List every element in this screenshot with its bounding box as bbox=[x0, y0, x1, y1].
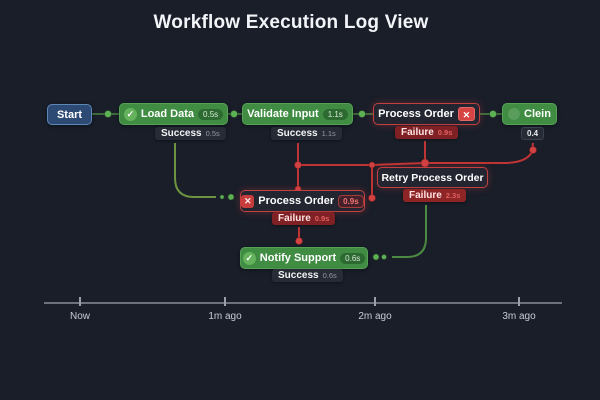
timeline-tick bbox=[224, 297, 226, 306]
status-duration: 0.9s bbox=[437, 128, 453, 137]
duration-badge: 0.5s bbox=[198, 108, 224, 120]
timeline-axis bbox=[44, 302, 562, 304]
status-badge-process-order-first: Failure 0.9s bbox=[395, 126, 459, 139]
timeline-label-2m: 2m ago bbox=[358, 311, 392, 322]
timeline-label-3m: 3m ago bbox=[502, 311, 536, 322]
node-load-data-label: Load Data bbox=[140, 108, 195, 120]
status-duration: 0.9s bbox=[314, 214, 330, 223]
faded-circle-icon bbox=[508, 108, 521, 120]
check-icon: ✓ bbox=[123, 107, 137, 121]
edge-retry-to-notify bbox=[392, 205, 427, 258]
edge-loaddata-to-processorder bbox=[174, 143, 216, 198]
duration-badge-clein: 0.4 bbox=[521, 127, 545, 140]
status-badge-validate-input: Success 1.1s bbox=[271, 127, 342, 140]
duration-badge: 0.6s bbox=[340, 252, 366, 264]
status-duration: 0.6s bbox=[322, 271, 337, 280]
status-badge-notify-support: Success 0.6s bbox=[272, 269, 343, 282]
success-junction-dots bbox=[104, 110, 497, 261]
timeline-tick bbox=[374, 297, 376, 306]
status-text: Failure bbox=[409, 190, 442, 201]
status-text: Failure bbox=[278, 213, 311, 224]
status-text: Failure bbox=[401, 127, 434, 138]
timeline-tick bbox=[79, 297, 81, 306]
node-process-order-first-label: Process Order bbox=[378, 108, 454, 120]
close-icon[interactable]: ✕ bbox=[457, 107, 475, 121]
error-x-icon: ✕ bbox=[241, 194, 255, 208]
timeline-label-now: Now bbox=[69, 311, 90, 322]
status-text: Success bbox=[278, 270, 319, 281]
node-retry-process-order-label: Retry Process Order bbox=[381, 171, 484, 184]
node-validate-input-label: Validate Input bbox=[247, 108, 319, 120]
node-retry-process-order[interactable]: Retry Process Order bbox=[377, 167, 488, 188]
status-duration: 2.3s bbox=[445, 191, 461, 200]
node-clein-label: Clein bbox=[524, 108, 551, 120]
check-icon: ✓ bbox=[242, 251, 256, 265]
node-process-order-retry-label: Process Order bbox=[258, 195, 335, 207]
duration-badge: 0.9s bbox=[338, 194, 364, 208]
timeline-tick bbox=[518, 297, 520, 306]
node-clein[interactable]: Clein bbox=[502, 103, 557, 125]
status-duration: 1.1s bbox=[321, 129, 336, 138]
status-badge-load-data: Success 0.5s bbox=[155, 127, 226, 140]
timeline-label-1m: 1m ago bbox=[208, 311, 242, 322]
status-duration: 0.5s bbox=[205, 129, 220, 138]
node-process-order-retry[interactable]: ✕ Process Order 0.9s bbox=[240, 190, 365, 212]
node-process-order-first[interactable]: Process Order ✕ bbox=[373, 103, 480, 125]
node-start-label: Start bbox=[56, 108, 83, 121]
page-title: Workflow Execution Log View bbox=[153, 12, 429, 33]
duration-badge: 1.1s bbox=[322, 108, 348, 120]
status-badge-process-order-retry: Failure 0.9s bbox=[272, 212, 336, 225]
node-load-data[interactable]: ✓ Load Data 0.5s bbox=[119, 103, 228, 125]
node-start[interactable]: Start bbox=[47, 104, 92, 125]
node-validate-input[interactable]: Validate Input 1.1s bbox=[242, 103, 353, 125]
status-badge-retry-process-order: Failure 2.3s bbox=[403, 189, 467, 202]
status-text: Success bbox=[277, 128, 318, 139]
status-text: Success bbox=[161, 128, 202, 139]
node-notify-support-label: Notify Support bbox=[259, 252, 337, 264]
node-notify-support[interactable]: ✓ Notify Support 0.6s bbox=[240, 247, 368, 269]
